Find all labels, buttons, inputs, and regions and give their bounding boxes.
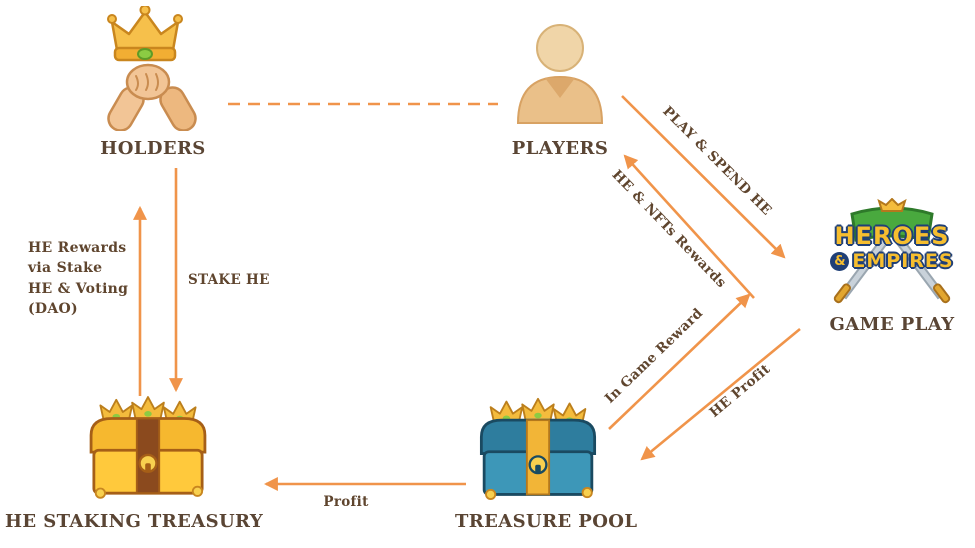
- edge-label-profit: Profit: [323, 494, 369, 510]
- players-label: PLAYERS: [511, 138, 609, 159]
- in-game-reward-arrow: [608, 293, 751, 430]
- edge-label-he-rewards-via-stake: HE Rewards via Stake HE & Voting (DAO): [28, 240, 129, 317]
- edge-label-stake-he: STAKE HE: [188, 272, 270, 288]
- holders-label: HOLDERS: [100, 138, 206, 159]
- staking-treasury-label: HE STAKING TREASURY: [5, 511, 264, 532]
- treasure-pool-label: TREASURE POOL: [455, 511, 638, 532]
- logo-empires-text: EMPIRES: [852, 250, 954, 273]
- staking-treasury-chest-icon: [78, 394, 218, 499]
- he-profit-arrow: [640, 327, 801, 461]
- game-play-label: GAME PLAY: [829, 314, 955, 335]
- holders-crown-hand-icon: [92, 4, 212, 132]
- heroes-empires-logo: HEROES & EMPIRES: [818, 198, 966, 310]
- players-person-icon: [508, 20, 613, 125]
- play-spend-arrow: [621, 95, 786, 259]
- logo-heroes-text: HEROES: [834, 222, 950, 250]
- logo-ampersand-badge: &: [830, 251, 850, 271]
- he-nft-rewards-arrow: [623, 154, 755, 299]
- treasure-pool-chest-icon: [468, 396, 608, 500]
